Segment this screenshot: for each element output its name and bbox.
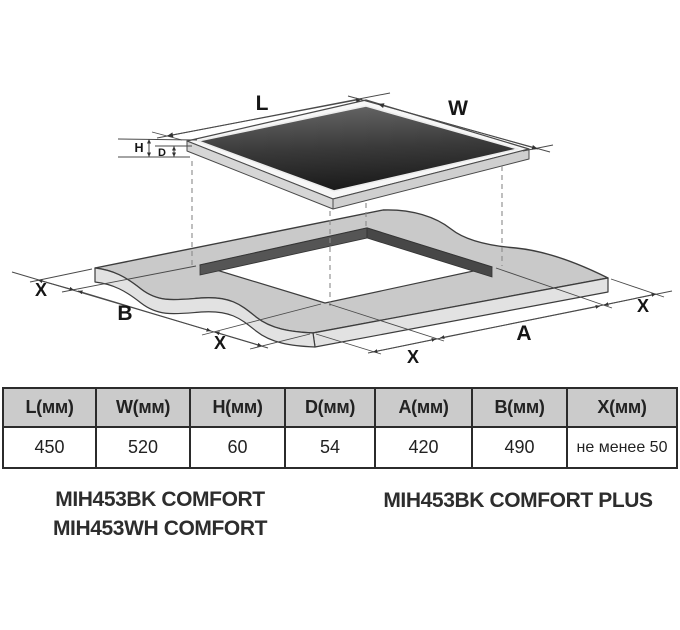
table-header-cell: B(мм)	[471, 387, 568, 428]
dim-D-label: D	[158, 147, 166, 159]
dim-X-left-label: X	[35, 280, 47, 300]
dim-X-bottom-left-label: X	[214, 333, 226, 353]
table-header-cell: A(мм)	[374, 387, 473, 428]
cutout-wall-back-right	[366, 227, 493, 278]
model-names-right: MIH453BK COMFORT PLUS	[380, 486, 656, 515]
table-header-cell: X(мм)	[566, 387, 678, 428]
cooktop-glass	[197, 105, 519, 192]
dim-X-bottom-center-label: X	[407, 347, 419, 367]
model-names-left: MIH453BK COMFORT MIH453WH COMFORT	[0, 485, 320, 543]
table-value-cell: 490	[471, 426, 568, 469]
table-header-cell: W(мм)	[95, 387, 191, 428]
table-value-cell: 54	[284, 426, 376, 469]
projection-lines	[191, 161, 503, 308]
dim-X-right-label: X	[637, 296, 649, 316]
table-value-row: 450 520 60 54 420 490 не менее 50	[2, 426, 678, 469]
model-name: MIH453BK COMFORT PLUS	[383, 489, 653, 512]
model-name: MIH453BK COMFORT	[55, 488, 265, 511]
cooktop-side-right	[332, 148, 530, 210]
table-header-cell: D(мм)	[284, 387, 376, 428]
table-header-cell: H(мм)	[189, 387, 286, 428]
dim-L-label: L	[256, 92, 269, 115]
dim-B-label: B	[117, 302, 132, 325]
table-header-cell: L(мм)	[2, 387, 97, 428]
hob-installation-drawing: L W H D X B X X A X	[11, 92, 673, 367]
table-value-cell: 60	[189, 426, 286, 469]
dim-W-label: W	[448, 97, 468, 120]
table-header-row: L(мм) W(мм) H(мм) D(мм) A(мм) B(мм) X(мм…	[2, 387, 678, 428]
table-value-cell: 520	[95, 426, 191, 469]
extension-lines	[29, 131, 665, 355]
model-name: MIH453WH COMFORT	[52, 517, 268, 540]
table-value-cell: 420	[374, 426, 473, 469]
table-value-cell: не менее 50	[566, 426, 678, 469]
dimension-lines	[11, 92, 673, 354]
table-value-cell: 450	[2, 426, 97, 469]
dim-A-label: A	[516, 322, 531, 345]
cooktop	[186, 99, 530, 210]
dimensions-table: L(мм) W(мм) H(мм) D(мм) A(мм) B(мм) X(мм…	[2, 387, 678, 469]
dim-H-label: H	[134, 141, 143, 155]
